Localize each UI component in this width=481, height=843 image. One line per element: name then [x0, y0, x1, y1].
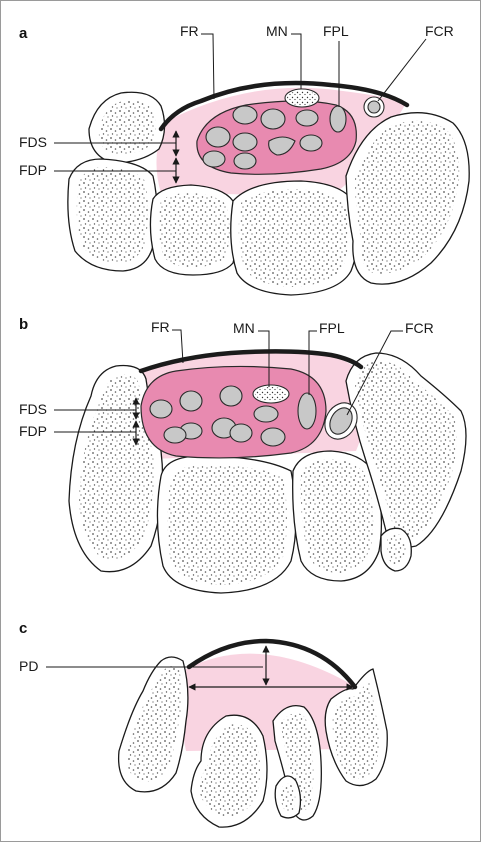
flexor-retinaculum: [138, 349, 364, 374]
tendon: [219, 385, 243, 407]
bone-texture: [300, 459, 374, 573]
bone-texture: [76, 167, 148, 263]
panel-c-bones: [117, 656, 388, 828]
bone-texture: [126, 666, 182, 782]
tendon: [179, 390, 203, 412]
tendon: [295, 109, 319, 127]
label-fdp: FDP: [19, 423, 47, 439]
flexor-retinaculum: [186, 638, 358, 690]
tendon: [268, 136, 296, 156]
panel-b-bones: [68, 352, 467, 594]
fpl-tendon: [329, 105, 347, 133]
bone-texture: [387, 534, 406, 565]
leader-fcr: [377, 38, 427, 102]
bone-texture: [355, 120, 460, 274]
bone-texture: [158, 193, 230, 267]
label-fcr: FCR: [425, 23, 454, 39]
tendon: [205, 126, 231, 148]
label-mn: MN: [233, 320, 255, 336]
bone-texture: [332, 681, 380, 779]
panel-b-labels: FR MN FPL FCR FDS FDP: [19, 319, 434, 446]
panel-c-labels: PD: [19, 645, 354, 691]
tendon: [260, 427, 286, 447]
panel-a: a: [19, 23, 470, 296]
label-fdp: FDP: [19, 162, 47, 178]
leader-mn: [258, 330, 270, 387]
bone-texture: [238, 189, 349, 287]
bone-texture: [167, 465, 287, 585]
leader-fr: [172, 329, 184, 364]
tendon: [299, 134, 323, 152]
panel-c: c PD: [19, 620, 388, 828]
bone-texture: [98, 100, 156, 155]
tendon: [253, 405, 279, 423]
bone-texture: [199, 724, 260, 818]
label-fcr: FCR: [405, 320, 434, 336]
bone-texture: [355, 361, 457, 538]
leader-fpl: [308, 330, 317, 395]
panel-c-letter: c: [19, 620, 27, 637]
tendon: [232, 132, 258, 152]
leader-mn: [291, 33, 302, 89]
panel-b-letter: b: [19, 316, 28, 333]
label-fds: FDS: [19, 134, 47, 150]
nerve-texture: [255, 387, 287, 401]
tendon: [233, 152, 257, 170]
panel-a-labels: FR MN FPL FCR FDS FDP: [19, 23, 454, 184]
panel-a-bones: [67, 91, 470, 296]
panel-a-tendons: [196, 88, 385, 175]
label-fr: FR: [151, 319, 170, 335]
bone-texture: [280, 783, 296, 811]
tendon: [149, 399, 173, 419]
label-fpl: FPL: [323, 23, 349, 39]
fcr-tendon: [329, 407, 353, 435]
flexor-retinaculum: [158, 80, 410, 132]
label-mn: MN: [266, 23, 288, 39]
label-pd: PD: [19, 658, 38, 674]
label-fpl: FPL: [319, 320, 345, 336]
leader-fr: [201, 33, 215, 100]
fcr-tendon: [367, 100, 381, 114]
tendon: [232, 105, 258, 125]
panel-b: b: [19, 316, 467, 594]
nerve-texture: [287, 90, 317, 106]
leader-fcr: [346, 330, 403, 416]
label-fds: FDS: [19, 401, 47, 417]
fpl-tendon: [297, 392, 317, 430]
tendon: [229, 423, 253, 443]
tendon: [260, 108, 286, 130]
tendon: [202, 150, 226, 168]
bone-texture: [281, 713, 314, 811]
panel-a-letter: a: [19, 25, 28, 42]
tendon: [163, 426, 187, 444]
label-fr: FR: [180, 23, 199, 39]
